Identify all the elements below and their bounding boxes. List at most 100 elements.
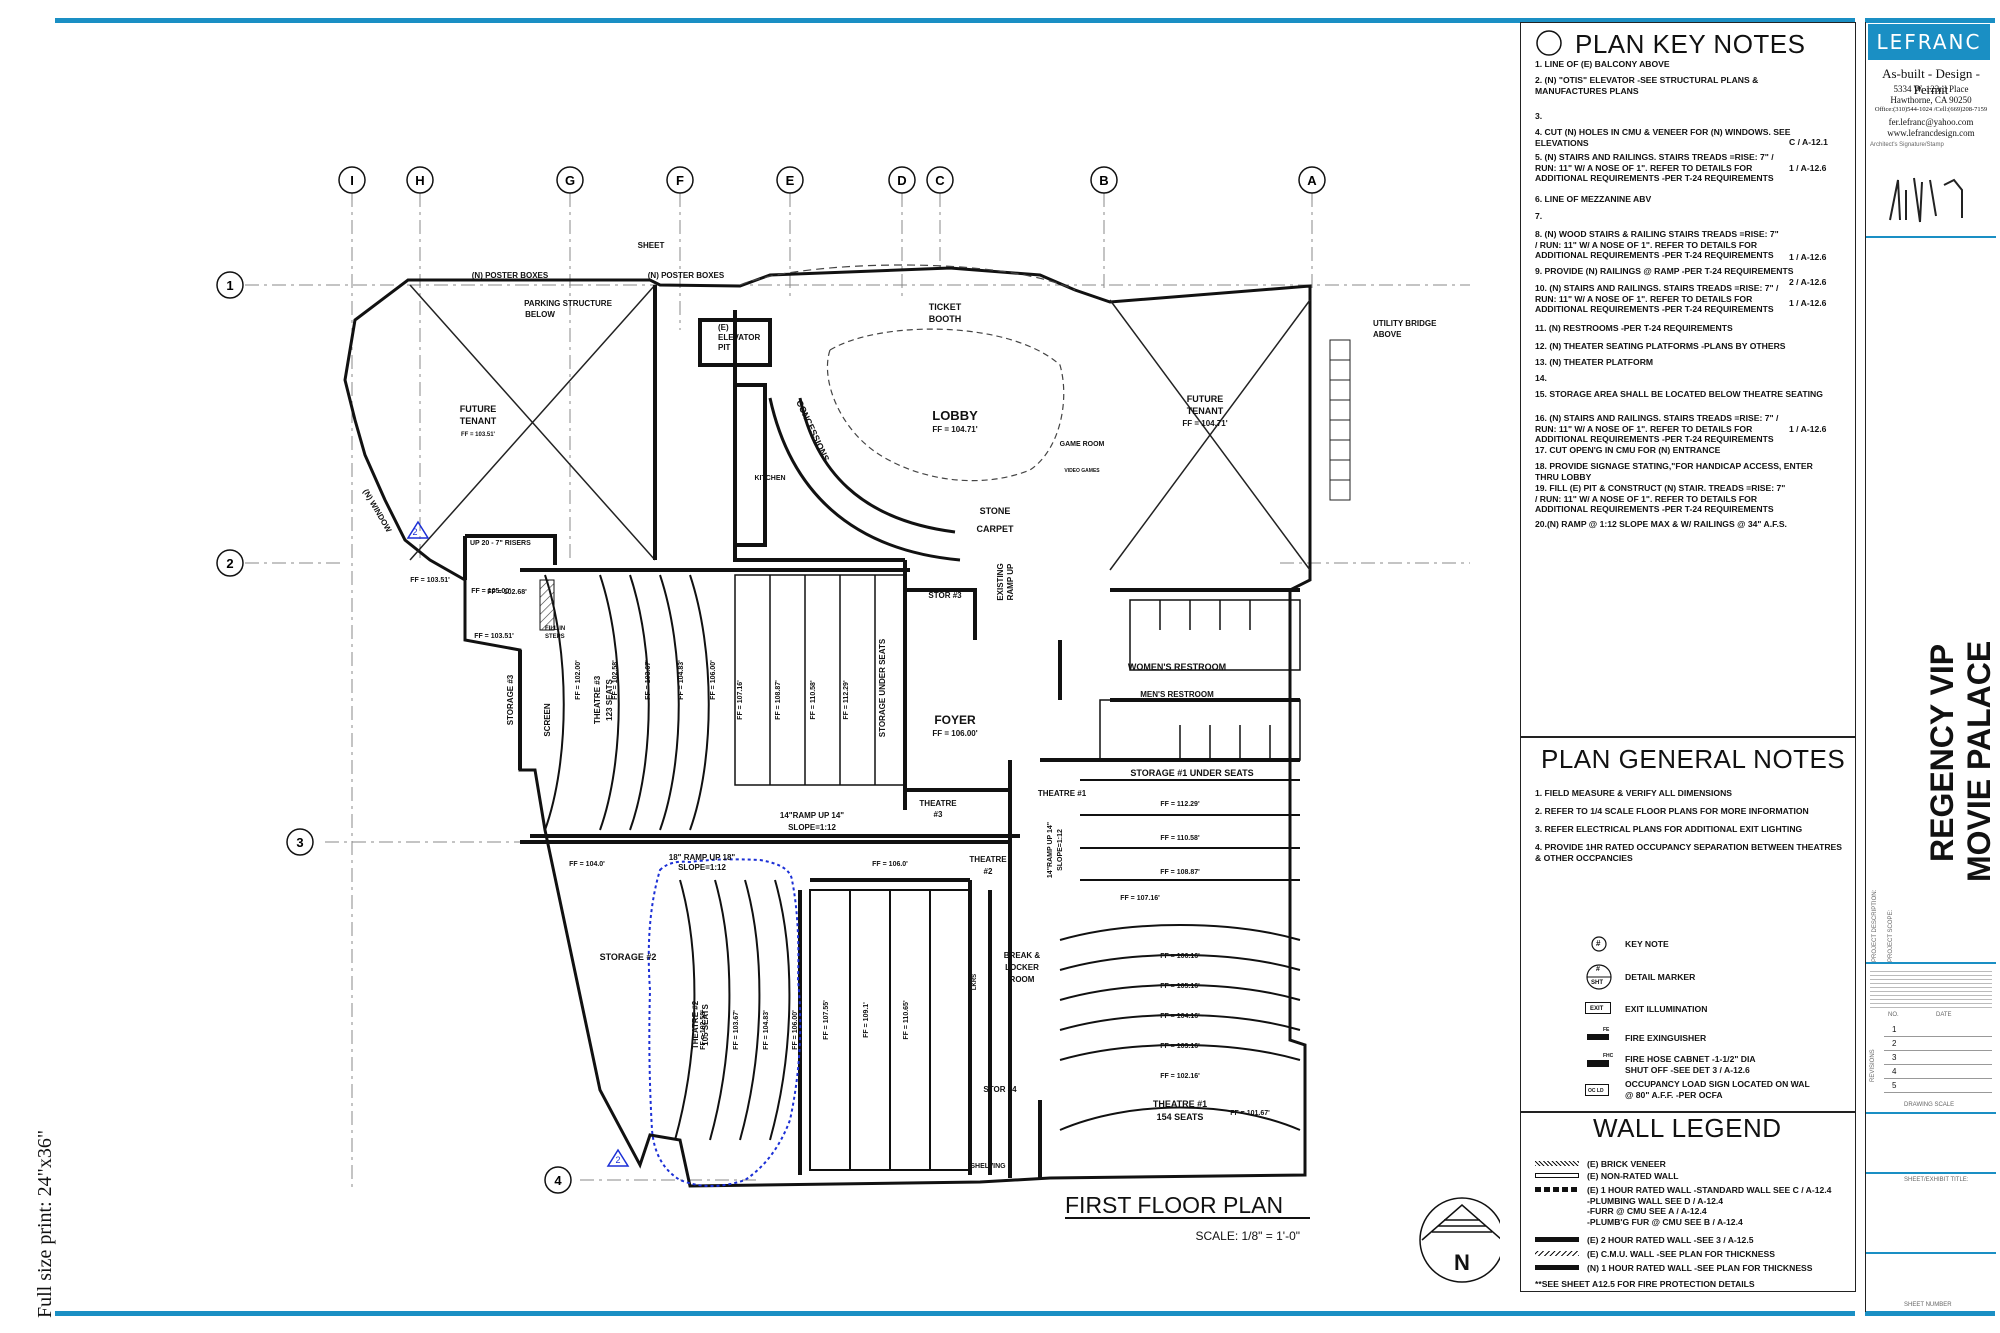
plan-label: THEATRE <box>919 799 957 808</box>
plan-label: CONCESSIONS <box>794 398 831 463</box>
detail-marker-glyph-top: # <box>1596 966 1600 973</box>
plan-label: PARKING STRUCTURE <box>524 299 613 308</box>
grid-col-label: A <box>1307 173 1317 188</box>
plan-label: CARPET <box>976 524 1014 534</box>
plan-label: TICKET <box>929 302 962 312</box>
company-logo: LEFRANC <box>1868 24 1990 60</box>
key-note-item: 5. (N) STAIRS AND RAILINGS. STAIRS TREAD… <box>1535 152 1774 183</box>
plan-label: FF = 102.16' <box>1160 1073 1200 1080</box>
plan-label: FF = 108.87' <box>775 680 782 720</box>
plan-label: UTILITY BRIDGE <box>1373 319 1437 328</box>
plan-label: (E) <box>718 323 729 332</box>
plan-label: STORAGE UNDER SEATS <box>878 638 887 737</box>
top-border <box>55 18 1855 23</box>
plan-label: FF = 101.67' <box>1230 1110 1270 1117</box>
plan-label: SLOPE=1:12 <box>678 863 726 872</box>
plan-label: RAMP UP <box>1006 563 1015 600</box>
general-notes-panel: PLAN GENERAL NOTES 1. FIELD MEASURE & VE… <box>1520 737 1856 1112</box>
plan-label: KITCHEN <box>754 475 785 482</box>
plan-label: STORAGE #2 <box>600 952 657 962</box>
plan-label: STORAGE #1 UNDER SEATS <box>1130 768 1253 778</box>
exit-symbol <box>1585 1002 1611 1014</box>
key-note-symbol <box>1591 936 1607 952</box>
titleblock-top-border <box>1865 18 1995 23</box>
plan-label: FF = 112.29' <box>1160 801 1200 808</box>
revision-row-number: 3 <box>1892 1053 1897 1062</box>
plan-label: ROOM <box>1010 975 1035 984</box>
general-note-item: 3. REFER ELECTRICAL PLANS FOR ADDITIONAL… <box>1535 824 1803 834</box>
wall-legend-title: WALL LEGEND <box>1593 1113 1782 1143</box>
plan-label: STORAGE #3 <box>506 674 515 725</box>
wall-legend-swatch <box>1535 1251 1579 1256</box>
key-note-item: 8. (N) WOOD STAIRS & RAILING STAIRS TREA… <box>1535 229 1779 260</box>
company-address2: Hawthorne, CA 90250 <box>1890 95 1972 105</box>
key-note-item: 18. PROVIDE SIGNAGE STATING,"FOR HANDICA… <box>1535 461 1813 482</box>
lobby-outline <box>826 328 1065 482</box>
plan-label: STOR #3 <box>928 591 962 600</box>
key-note-item: 6. LINE OF MEZZANINE ABV <box>1535 194 1652 204</box>
signature-label: Architect's Signature/Stamp <box>1870 142 1944 148</box>
sheet-title-divider <box>1866 1172 1996 1174</box>
wall-legend-swatch <box>1535 1265 1579 1270</box>
plan-label: GAME ROOM <box>1060 441 1105 448</box>
plan-label: FUTURE <box>1187 394 1224 404</box>
plan-label: LKRS <box>972 974 978 990</box>
concessions-counter <box>768 397 961 562</box>
key-notes-circle-icon <box>1536 30 1562 56</box>
fire-ext-glyph: FE <box>1603 1027 1610 1033</box>
detail-marker-glyph-bottom: SHT <box>1591 980 1603 986</box>
plan-label: VIDEO GAMES <box>1064 468 1100 474</box>
theatre2-seating <box>674 879 971 1171</box>
plan-label: FF = 107.16' <box>737 680 744 720</box>
grid-col-label: B <box>1099 173 1108 188</box>
plan-label: WOMEN'S RESTROOM <box>1128 662 1226 672</box>
key-note-item: 4. CUT (N) HOLES IN CMU & VENEER FOR (N)… <box>1535 127 1791 148</box>
grid-col-bubble: C <box>926 166 954 194</box>
plan-label: THEATRE #1 <box>1038 789 1087 798</box>
plan-label: (N) POSTER BOXES <box>648 271 725 280</box>
key-note-ref: 1 / A-12.6 <box>1789 424 1827 434</box>
sheet-title-label: SHEET/EXHIBIT TITLE: <box>1904 1177 1969 1183</box>
plan-label: FF = 104.83' <box>678 660 685 700</box>
plan-label: TENANT <box>1187 406 1224 416</box>
general-note-item: 2. REFER TO 1/4 SCALE FLOOR PLANS FOR MO… <box>1535 806 1809 816</box>
key-notes-panel: PLAN KEY NOTES 1. LINE OF (E) BALCONY AB… <box>1520 22 1856 737</box>
revision-row-number: 1 <box>1892 1025 1897 1034</box>
fire-hose-symbol <box>1587 1060 1609 1067</box>
future-tenant-x <box>409 284 1311 571</box>
disclaimer-text <box>1870 968 1992 1008</box>
plan-label: FF = 105.16' <box>1160 983 1200 990</box>
key-note-item: 12. (N) THEATER SEATING PLATFORMS -PLANS… <box>1535 341 1786 351</box>
general-note-item: 1. FIELD MEASURE & VERIFY ALL DIMENSIONS <box>1535 788 1733 798</box>
wall-legend-swatch <box>1535 1187 1579 1192</box>
grid-row-label: 3 <box>296 835 303 850</box>
plan-label: FUTURE <box>460 404 497 414</box>
plan-label: 105 SEATS <box>701 1004 710 1046</box>
exit-label: EXIT ILLUMINATION <box>1625 1004 1708 1014</box>
key-note-item: 20.(N) RAMP @ 1:12 SLOPE MAX & W/ RAILIN… <box>1535 519 1787 529</box>
revision-tag-1: 2 <box>412 527 417 537</box>
building-outline <box>343 266 1312 1188</box>
revision-row-line <box>1884 1036 1992 1037</box>
plan-label: LOCKER <box>1005 963 1039 972</box>
revision-row-line <box>1884 1050 1992 1051</box>
revision-row-line <box>1884 1064 1992 1065</box>
key-note-item: 19. FILL (E) PIT & CONSTRUCT (N) STAIR. … <box>1535 483 1786 514</box>
plan-label: SHEET <box>638 241 665 250</box>
detail-marker-label: DETAIL MARKER <box>1625 972 1696 982</box>
plan-label: #3 <box>934 810 943 819</box>
revision-row-line <box>1884 1092 1992 1093</box>
grid-row-bubble: 1 <box>216 271 244 299</box>
theatre3-risers <box>734 574 906 786</box>
occupancy-label: OCCUPANCY LOAD SIGN LOCATED ON WAL @ 80"… <box>1625 1079 1810 1100</box>
plan-label: SCREEN <box>543 703 552 737</box>
plan-label: ELEVATOR <box>718 333 760 342</box>
theatre1-seating <box>1059 779 1301 1131</box>
plan-label: THEATRE <box>969 855 1007 864</box>
plan-label: 14"RAMP UP 14" <box>1047 822 1054 878</box>
plan-label: FF = 103.51' <box>410 577 450 584</box>
plan-label: BELOW <box>525 310 555 319</box>
occupancy-symbol <box>1585 1084 1609 1096</box>
